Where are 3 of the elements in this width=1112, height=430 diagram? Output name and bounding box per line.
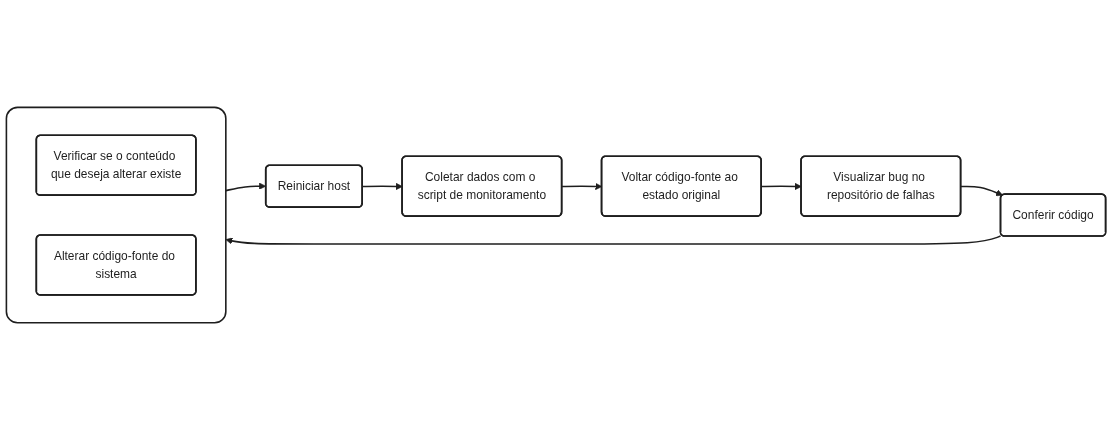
arrow [960, 185, 1003, 196]
cluster [5, 106, 227, 324]
arrow [225, 235, 1002, 245]
